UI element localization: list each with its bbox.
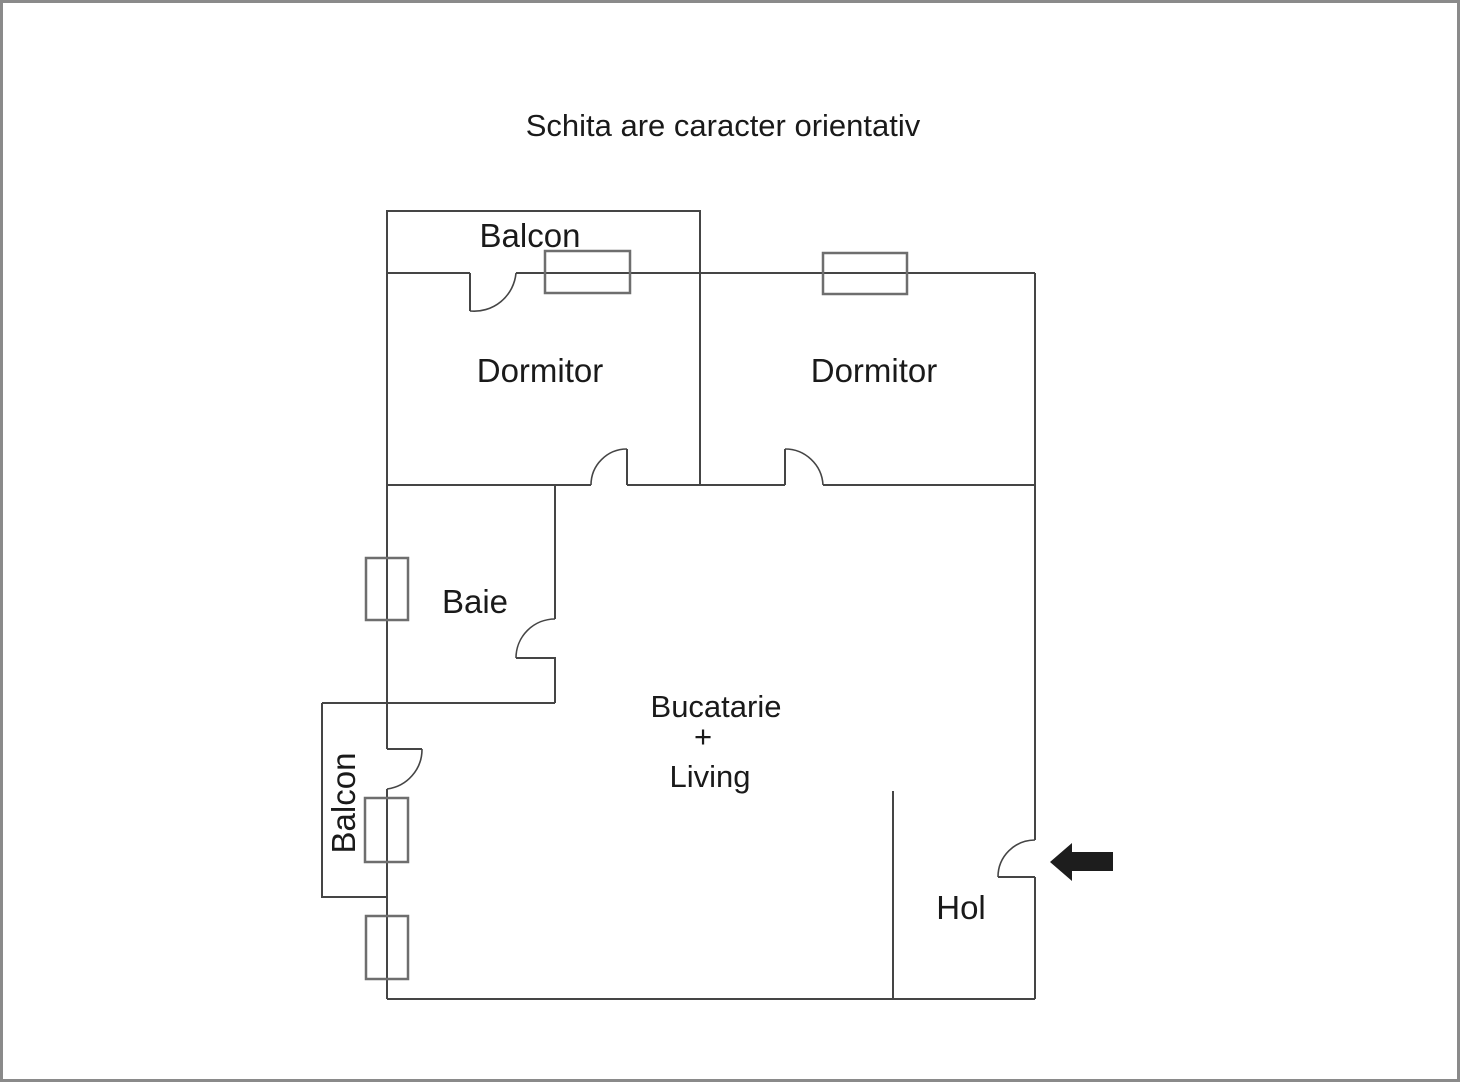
door-leaves [387, 273, 1035, 878]
entrance-arrow-icon [1050, 843, 1113, 881]
room-label-kitchen-living-line2: + [694, 719, 712, 754]
room-label-bathroom: Baie [442, 583, 508, 620]
plan-title: Schita are caracter orientativ [526, 108, 921, 143]
door-arc-bathroom [515, 618, 556, 659]
floor-plan-drawing: Schita are caracter orientativ Balcon Do… [321, 108, 1113, 1000]
balcony-top-walls [386, 210, 701, 485]
door-arc-entrance [997, 839, 1036, 878]
window-left-lower [364, 914, 410, 981]
room-label-balcony-top: Balcon [480, 217, 581, 254]
door-arc-balcony-left [386, 748, 423, 790]
window-bathroom [364, 556, 410, 622]
door-arc-bedroom-left [590, 448, 628, 486]
room-label-balcony-left: Balcon [325, 753, 362, 854]
room-label-hall: Hol [936, 889, 986, 926]
room-label-bedroom-left: Dormitor [477, 352, 604, 389]
window-bedroom-right [821, 251, 909, 296]
room-label-kitchen-living-line3: Living [670, 759, 751, 794]
window-balcony-left [363, 796, 410, 864]
room-label-bedroom-right: Dormitor [811, 352, 938, 389]
exterior-walls [386, 272, 1036, 1000]
door-arc-bedroom-right [784, 448, 824, 486]
interior-walls [387, 484, 1035, 999]
room-label-kitchen-living-line1: Bucatarie [651, 689, 782, 724]
door-arc-balcony-top [469, 272, 517, 312]
balcony-left-walls [321, 702, 387, 898]
window-balcony-top [543, 249, 632, 295]
